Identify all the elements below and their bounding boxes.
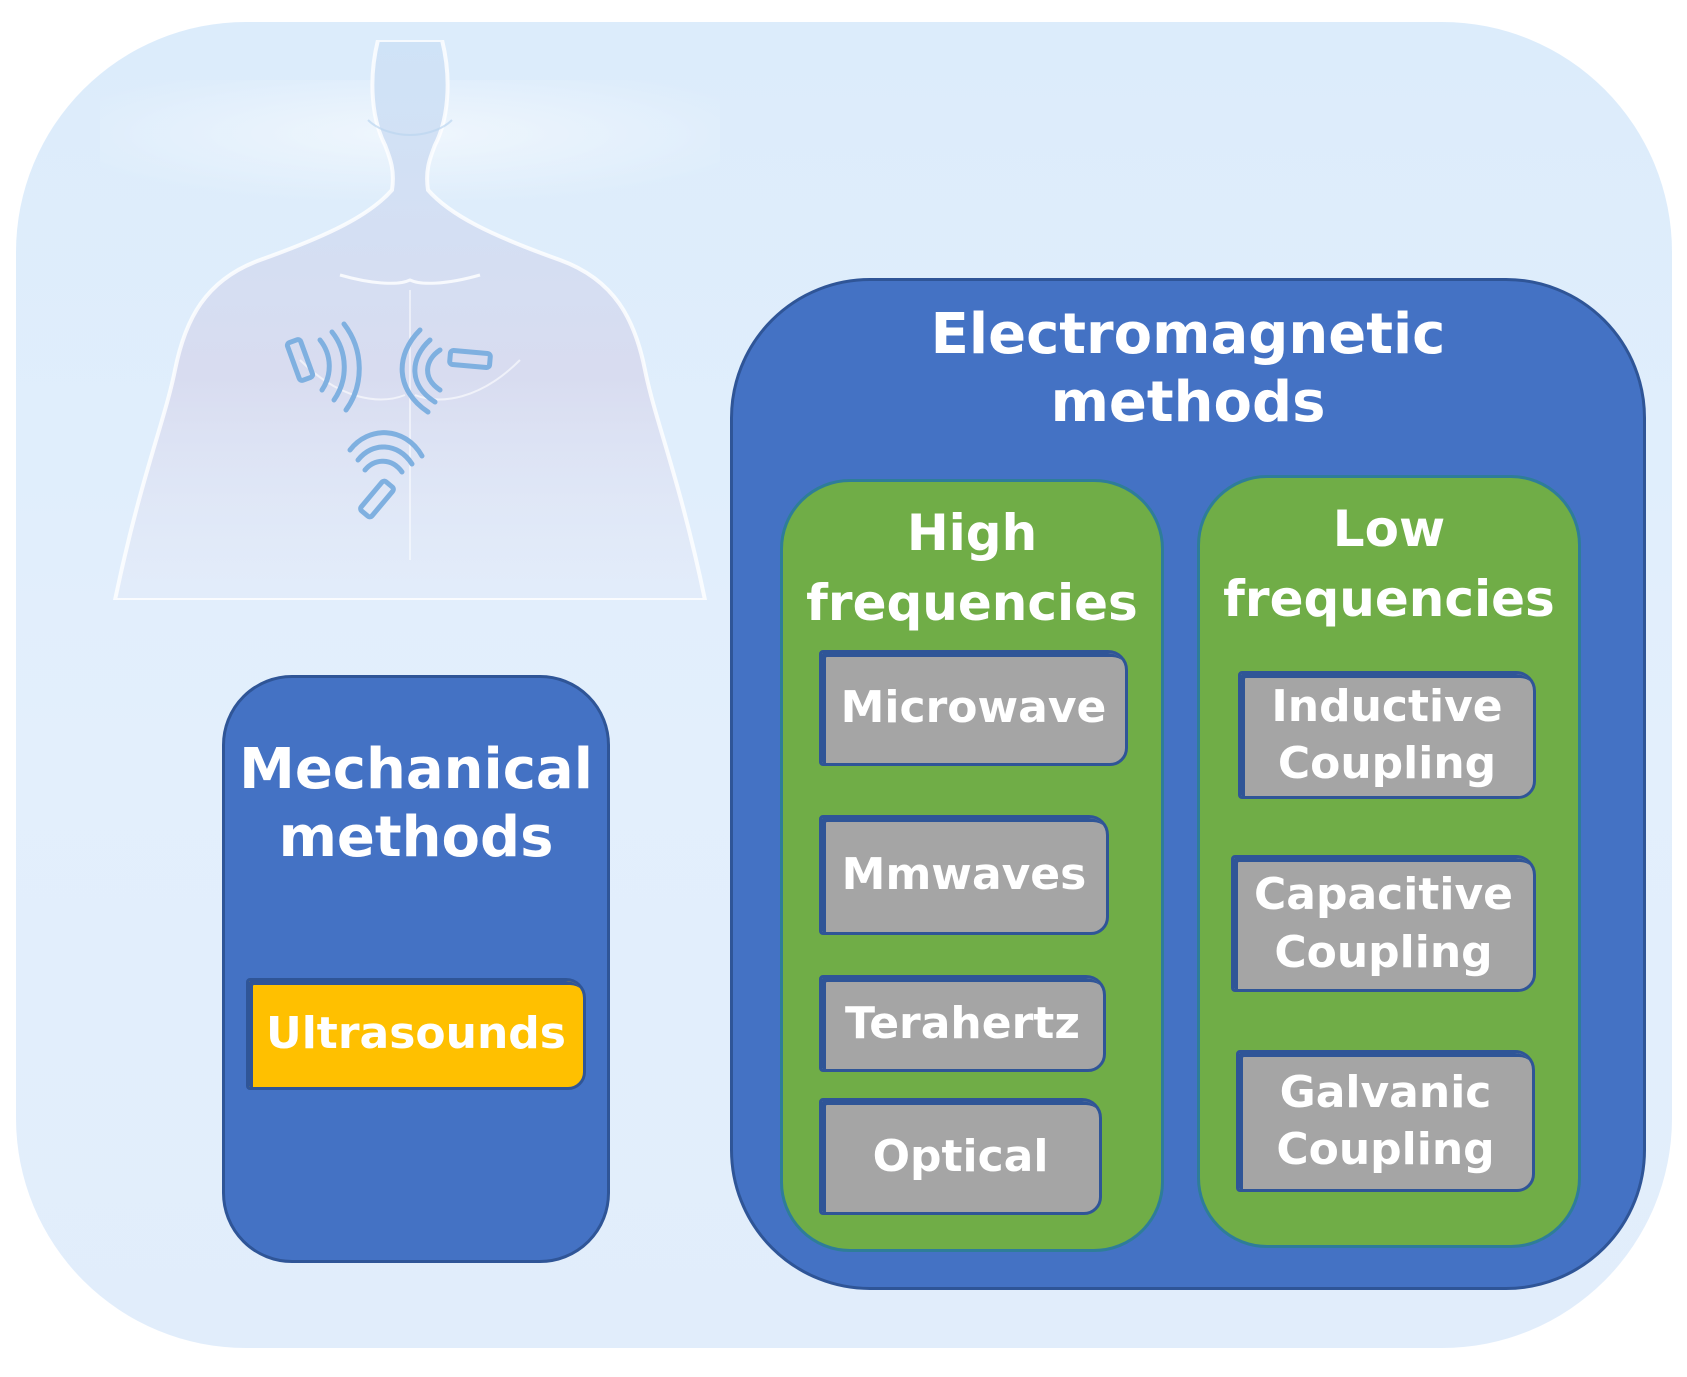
ultrasounds-chip: Ultrasounds (246, 978, 586, 1090)
implant-device-bottom (347, 430, 425, 520)
mechanical-title-line1: Mechanical (239, 737, 593, 802)
implant-device-right (399, 327, 493, 415)
optical-label: Optical (872, 1130, 1049, 1182)
galvanic-coupling-chip: Galvanic Coupling (1236, 1050, 1535, 1192)
mmwaves-chip: Mmwaves (819, 815, 1109, 935)
high-title-line2: frequencies (806, 574, 1138, 632)
mechanical-title-line2: methods (278, 805, 554, 871)
ultrasounds-label: Ultrasounds (266, 1008, 566, 1060)
electromagnetic-methods-title: Electromagnetic methods (733, 301, 1643, 438)
galvanic-coupling-line1: Galvanic (1279, 1066, 1492, 1118)
capacitive-coupling-line1: Capacitive (1254, 869, 1513, 921)
high-frequencies-title: High frequencies (783, 498, 1161, 638)
electromagnetic-title-line2: methods (1050, 370, 1326, 436)
inductive-coupling-line1: Inductive (1271, 680, 1503, 732)
low-title-line1: Low (1332, 500, 1446, 558)
low-frequencies-title: Low frequencies (1200, 494, 1578, 634)
inductive-coupling-chip: Inductive Coupling (1238, 671, 1536, 799)
microwave-label: Microwave (840, 682, 1107, 734)
capacitive-coupling-line2: Coupling (1274, 926, 1493, 978)
microwave-chip: Microwave (819, 650, 1128, 766)
mmwaves-label: Mmwaves (841, 849, 1087, 901)
implant-device-left (284, 321, 362, 413)
optical-chip: Optical (819, 1098, 1102, 1215)
mechanical-methods-box: Mechanical methods (222, 675, 610, 1263)
terahertz-chip: Terahertz (819, 975, 1106, 1072)
mechanical-methods-title: Mechanical methods (225, 736, 607, 873)
capacitive-coupling-chip: Capacitive Coupling (1231, 855, 1536, 992)
low-title-line2: frequencies (1223, 570, 1555, 628)
torso-silhouette (112, 40, 708, 600)
electromagnetic-title-line1: Electromagnetic (930, 302, 1446, 367)
human-torso-illustration (100, 40, 720, 600)
inductive-coupling-line2: Coupling (1277, 738, 1497, 789)
terahertz-label: Terahertz (845, 997, 1080, 1049)
galvanic-coupling-line2: Coupling (1276, 1124, 1495, 1175)
high-title-line1: High (906, 504, 1038, 562)
